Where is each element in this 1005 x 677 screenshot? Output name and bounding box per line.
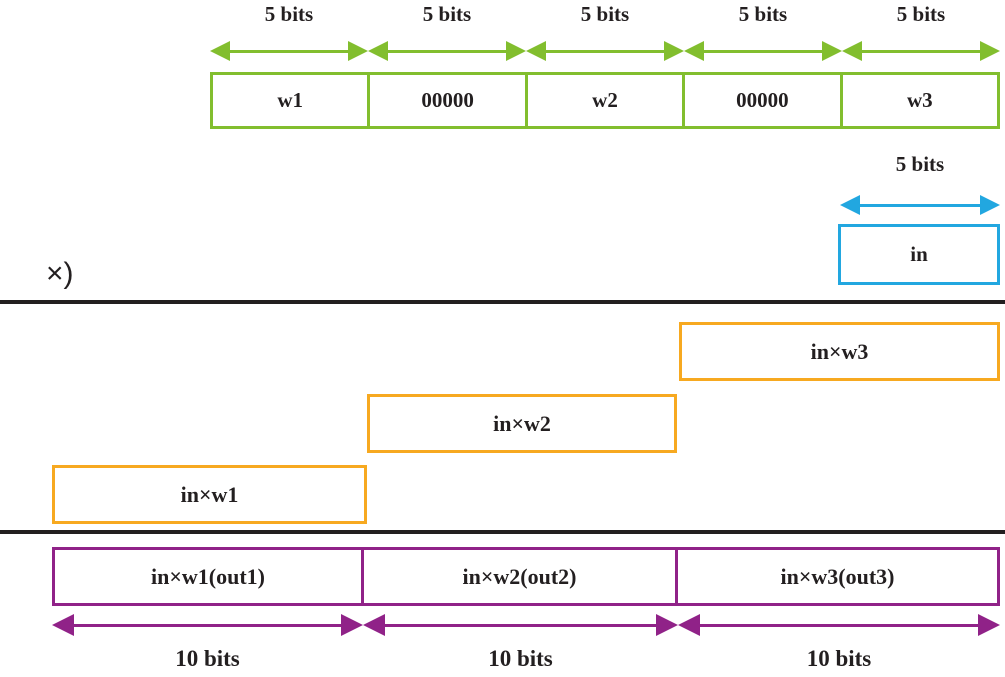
zero-padding-cell: 00000: [685, 75, 843, 126]
result-cell-out3: in×w3(out3): [780, 563, 895, 589]
result-cell-out1: in×w1(out1): [55, 550, 364, 603]
arrowhead-left-icon: [842, 41, 862, 61]
arrowhead-left-icon: [840, 195, 860, 215]
result-register: in×w1(out1) in×w2(out2) in×w3(out3): [52, 547, 1000, 606]
arrow-shaft: [546, 49, 664, 53]
result-bit-width-arrow: [52, 614, 363, 636]
bit-width-arrow: [368, 40, 526, 62]
arrow-shaft: [230, 49, 348, 53]
arrowhead-right-icon: [656, 614, 678, 636]
arrowhead-left-icon: [363, 614, 385, 636]
arrowhead-right-icon: [506, 41, 526, 61]
bit-width-label: 5 bits: [422, 2, 472, 26]
rule-line-bottom: [0, 530, 1005, 534]
partial-product-in-w1: in×w1: [52, 465, 367, 524]
bit-width-label: 5 bits: [896, 2, 946, 26]
bit-width-arrow: [684, 40, 842, 62]
arrow-shaft: [860, 203, 980, 207]
bit-width-arrow: [210, 40, 368, 62]
multiply-operator: ×): [46, 257, 74, 290]
input-register: in: [838, 224, 1000, 285]
partial-product-in-w2: in×w2: [367, 394, 677, 453]
arrow-shaft: [700, 623, 978, 627]
arrowhead-left-icon: [526, 41, 546, 61]
arrow-shaft: [385, 623, 656, 627]
result-cell-out2: in×w2(out2): [364, 550, 678, 603]
arrowhead-right-icon: [822, 41, 842, 61]
weight-register: w1 00000 w2 00000 w3: [210, 72, 1000, 129]
input-bit-width-label: 5 bits: [895, 152, 945, 176]
arrow-shaft: [862, 49, 980, 53]
arrowhead-left-icon: [678, 614, 700, 636]
arrowhead-right-icon: [664, 41, 684, 61]
arrowhead-right-icon: [980, 195, 1000, 215]
arrowhead-left-icon: [52, 614, 74, 636]
arrowhead-left-icon: [368, 41, 388, 61]
arrow-shaft: [388, 49, 506, 53]
bit-width-arrow: [526, 40, 684, 62]
rule-line-top: [0, 300, 1005, 304]
weight-cell-w3: w3: [906, 88, 933, 112]
input-bit-width-arrow: [840, 194, 1000, 216]
arrowhead-right-icon: [341, 614, 363, 636]
arrowhead-right-icon: [348, 41, 368, 61]
bit-width-label: 5 bits: [738, 2, 788, 26]
partial-product-in-w3: in×w3: [679, 322, 1000, 381]
result-bit-width-label: 10 bits: [806, 646, 872, 671]
bit-width-label: 5 bits: [264, 2, 314, 26]
arrowhead-right-icon: [978, 614, 1000, 636]
arrowhead-left-icon: [684, 41, 704, 61]
zero-padding-cell: 00000: [370, 75, 528, 126]
bit-width-arrow: [842, 40, 1000, 62]
weight-cell-w1: w1: [213, 75, 371, 126]
arrowhead-left-icon: [210, 41, 230, 61]
arrow-shaft: [74, 623, 341, 627]
weight-cell-w2: w2: [528, 75, 686, 126]
result-bit-width-arrow: [678, 614, 1000, 636]
result-bit-width-arrow: [363, 614, 678, 636]
bit-width-label: 5 bits: [580, 2, 630, 26]
arrowhead-right-icon: [980, 41, 1000, 61]
result-bit-width-label: 10 bits: [488, 646, 553, 671]
result-bit-width-label: 10 bits: [175, 646, 240, 671]
arrow-shaft: [704, 49, 822, 53]
